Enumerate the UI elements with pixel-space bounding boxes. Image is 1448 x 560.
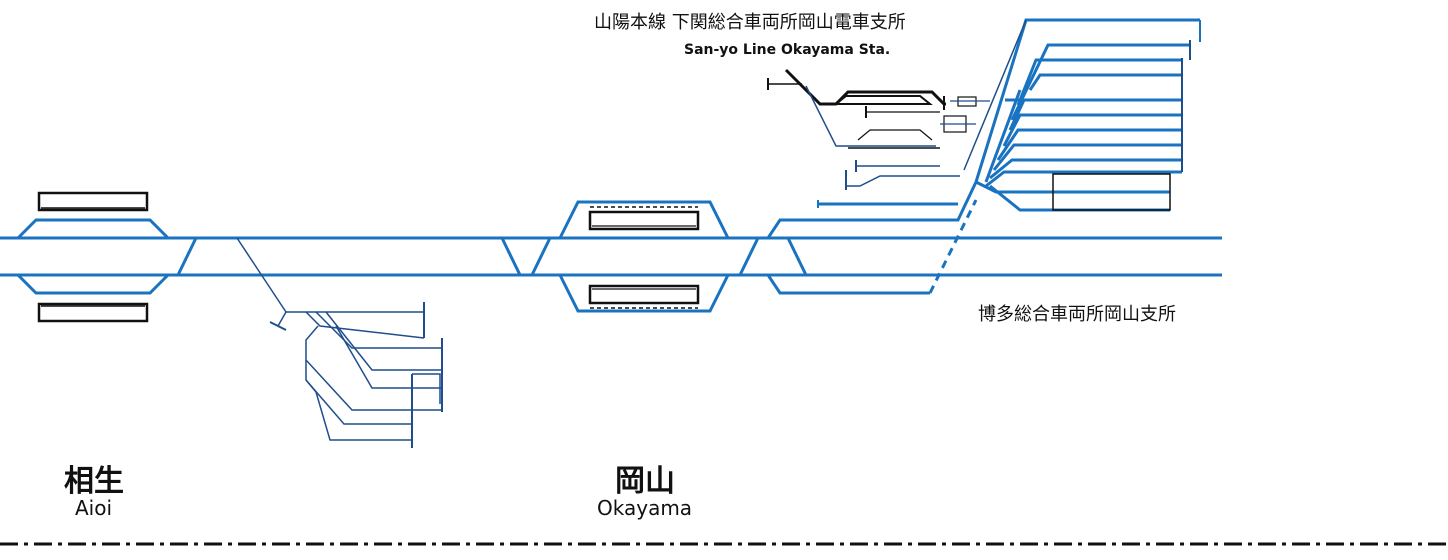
conv-depot-main-black — [784, 68, 946, 106]
conv-track-4 — [335, 325, 442, 389]
conventional-depot — [767, 19, 1027, 190]
main-lines — [0, 236, 1222, 277]
shinkansen-depot-tracks — [974, 18, 1201, 212]
okayama-siding-upper — [558, 200, 730, 239]
conv-depot-track-c — [857, 129, 933, 141]
okayama-station-tracks — [500, 181, 978, 313]
depot-shed-building — [1052, 173, 1171, 211]
conv-branch-main — [236, 237, 287, 313]
depot-label-sanyo-ja: 山陽本線 下関総合車両所岡山電車支所 — [594, 12, 906, 33]
aioi-conventional-yard — [236, 237, 443, 448]
okayama-depot-lead-lower — [766, 274, 930, 295]
okayama-platforms — [588, 206, 700, 309]
aioi-platform-north — [37, 191, 149, 212]
conv-track-6 — [305, 360, 412, 425]
okayama-siding-lower — [558, 274, 730, 313]
depot-shed — [1052, 40, 1191, 211]
aioi-station-tracks — [16, 218, 198, 295]
conv-track-2 — [315, 311, 442, 349]
conv-track-8 — [412, 373, 441, 404]
conv-depot-lead — [846, 175, 960, 187]
depot-label-hakata-ja: 博多総合車両所岡山支所 — [978, 304, 1176, 325]
station-name-aioi-en: Aioi — [75, 496, 113, 520]
aioi-siding-lower — [16, 273, 170, 295]
conv-track-7 — [305, 379, 412, 441]
depot-label-sanyo-en: San-yo Line Okayama Sta. — [684, 42, 891, 58]
conv-branch-stub — [277, 311, 287, 327]
aioi-platform-south — [37, 302, 149, 323]
station-name-okayama-ja: 岡山 — [615, 464, 675, 499]
depot-track-2 — [1016, 58, 1182, 106]
depot-track-11 — [989, 184, 1170, 212]
conv-depot-mainline — [963, 19, 1027, 171]
okayama-platform-south — [588, 284, 700, 305]
okayama-crossover-west-1 — [500, 237, 522, 276]
depot-track-7 — [992, 143, 1182, 171]
depot-track-1 — [1010, 43, 1190, 121]
depot-track-5 — [1002, 113, 1182, 147]
okayama-platform-north — [588, 210, 700, 231]
okayama-depot-lead-lower-dashed — [928, 199, 978, 294]
depot-track-10 — [975, 180, 1170, 194]
okayama-crossover-east-2 — [786, 237, 808, 276]
conv-track-5 — [305, 325, 442, 411]
depot-track-8 — [989, 158, 1182, 180]
conv-track-1 — [305, 311, 425, 339]
depot-track-6 — [996, 128, 1182, 161]
okayama-crossover-west-2 — [530, 237, 552, 276]
station-name-okayama-en: Okayama — [597, 496, 693, 520]
conv-depot-diag — [805, 85, 936, 147]
aioi-crossover-1 — [176, 237, 198, 276]
aioi-platforms — [37, 191, 149, 323]
okayama-depot-lead-upper — [766, 181, 978, 239]
station-name-aioi-ja: 相生 — [64, 464, 124, 499]
conv-depot-loop-black — [835, 95, 933, 105]
conv-stub-bumper — [269, 321, 287, 331]
depot-lead-A — [984, 89, 1022, 183]
depot-track-3 — [1028, 73, 1182, 91]
okayama-crossover-east-1 — [738, 237, 760, 276]
aioi-siding-upper — [16, 218, 170, 240]
depot-track-9 — [985, 170, 1182, 188]
conv-track-3 — [325, 311, 442, 371]
